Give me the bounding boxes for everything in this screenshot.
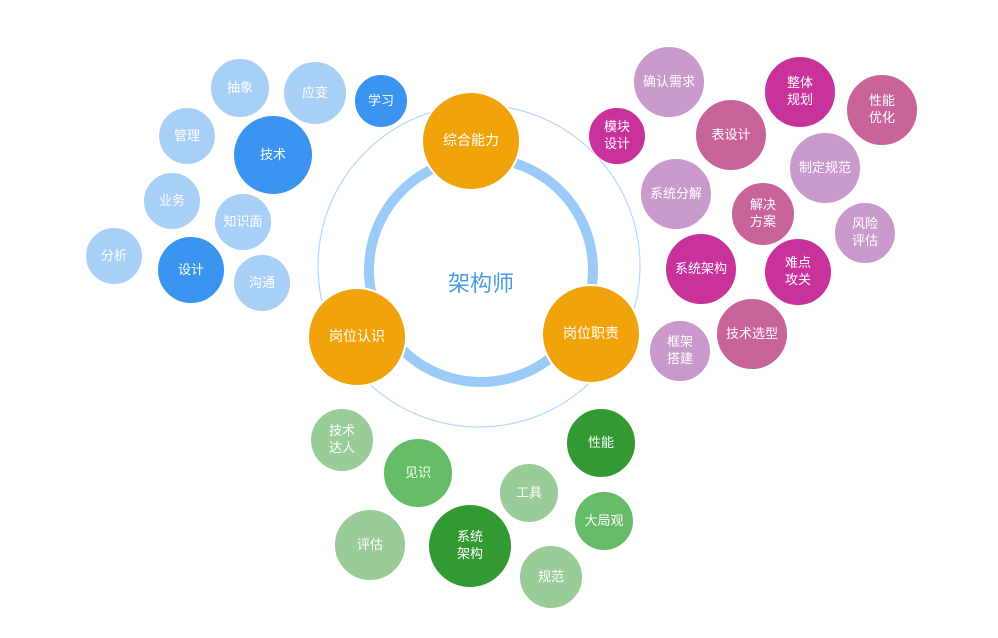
pink-node: 确认需求 (633, 46, 705, 118)
node-label: 见识 (404, 465, 431, 481)
pink-node: 风险 评估 (834, 202, 896, 264)
node-label: 整体 规划 (786, 76, 813, 108)
node-label: 岗位认识 (329, 328, 385, 345)
green-node: 规范 (519, 545, 583, 609)
pink-node: 整体 规划 (764, 56, 836, 128)
green-node: 技术 达人 (310, 408, 374, 472)
pink-node: 解决 方案 (731, 182, 795, 246)
node-label: 解决 方案 (749, 198, 776, 230)
blue-node: 管理 (158, 107, 216, 165)
node-label: 风险 评估 (851, 217, 878, 249)
main-node: 岗位职责 (541, 284, 641, 384)
node-label: 制定规范 (798, 160, 851, 176)
node-label: 学习 (367, 93, 394, 109)
pink-node: 表设计 (695, 99, 767, 171)
green-node: 评估 (334, 509, 406, 581)
node-label: 框架 搭建 (666, 335, 693, 367)
node-label: 业务 (158, 193, 185, 209)
node-label: 知识面 (223, 214, 263, 230)
blue-node: 知识面 (214, 193, 272, 251)
node-label: 性能 优化 (868, 94, 895, 126)
main-node: 岗位认识 (307, 287, 407, 387)
node-label: 难点 攻关 (784, 256, 811, 288)
node-label: 抽象 (226, 80, 253, 96)
green-node: 大局观 (574, 491, 634, 551)
green-node: 系统 架构 (428, 504, 512, 588)
node-label: 性能 (587, 435, 614, 451)
node-label: 评估 (356, 537, 383, 553)
node-label: 设计 (177, 262, 204, 278)
center-title: 架构师 (447, 272, 514, 297)
node-label: 应变 (301, 85, 328, 101)
blue-node: 设计 (157, 236, 225, 304)
pink-node: 框架 搭建 (649, 320, 711, 382)
node-label: 大局观 (584, 513, 624, 529)
node-label: 沟通 (248, 275, 275, 291)
node-label: 系统架构 (674, 261, 727, 277)
node-label: 岗位职责 (563, 325, 619, 342)
node-label: 表设计 (711, 127, 751, 143)
pink-node: 技术选型 (716, 298, 788, 370)
main-node: 综合能力 (421, 91, 521, 191)
node-label: 系统分解 (649, 186, 702, 202)
pink-node: 系统架构 (665, 233, 737, 305)
node-label: 分析 (100, 248, 127, 264)
node-label: 工具 (515, 485, 542, 501)
node-label: 系统 架构 (456, 530, 483, 562)
blue-node: 抽象 (210, 58, 270, 118)
pink-node: 模块 设计 (588, 107, 646, 165)
pink-node: 难点 攻关 (764, 238, 832, 306)
green-node: 性能 (566, 408, 636, 478)
node-label: 管理 (173, 128, 200, 144)
blue-node: 沟通 (233, 254, 291, 312)
pink-node: 系统分解 (640, 158, 712, 230)
blue-node: 技术 (233, 115, 313, 195)
blue-node: 应变 (283, 61, 347, 125)
pink-node: 性能 优化 (846, 74, 918, 146)
node-label: 确认需求 (642, 74, 695, 90)
node-label: 技术选型 (725, 326, 778, 342)
blue-node: 分析 (85, 227, 143, 285)
green-node: 见识 (383, 438, 453, 508)
green-node: 工具 (499, 463, 559, 523)
node-label: 规范 (537, 569, 564, 585)
pink-node: 制定规范 (789, 132, 861, 204)
blue-node: 业务 (143, 172, 201, 230)
node-label: 技术 达人 (328, 424, 355, 456)
node-label: 综合能力 (443, 132, 499, 149)
node-label: 技术 (259, 147, 286, 163)
node-label: 模块 设计 (603, 120, 630, 152)
blue-node: 学习 (354, 74, 408, 128)
